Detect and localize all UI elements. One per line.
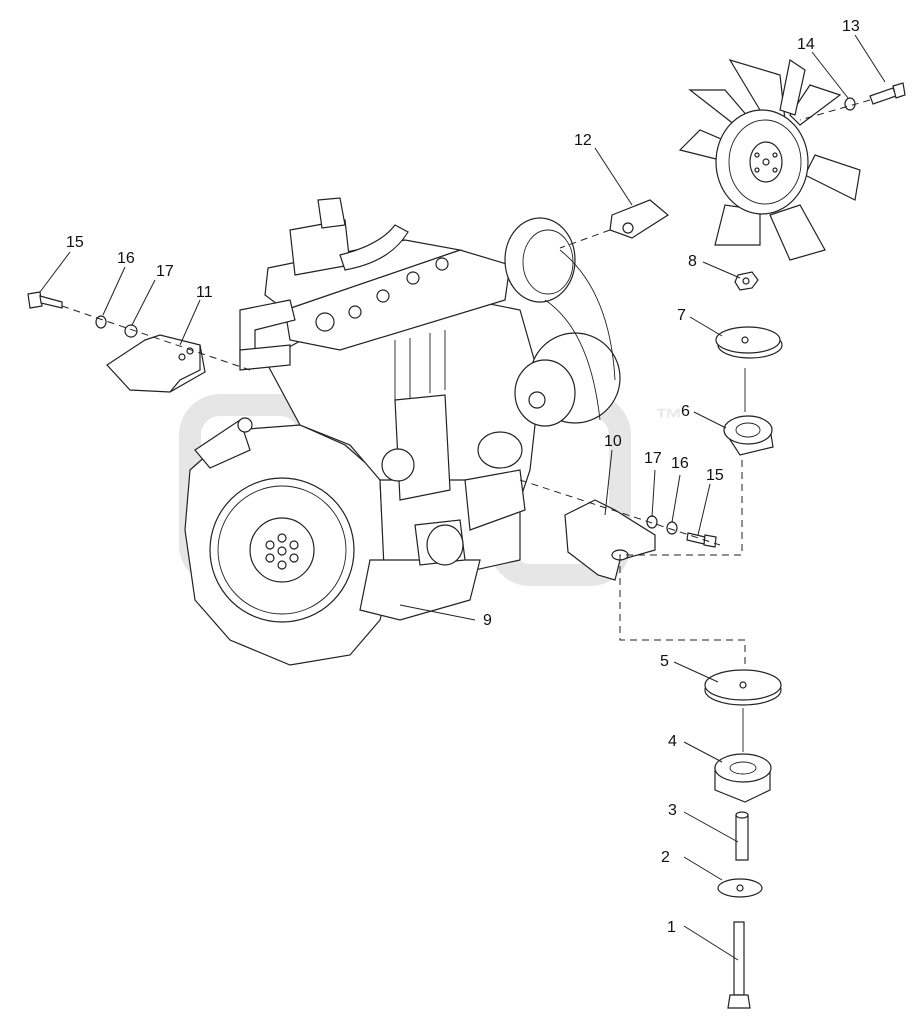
callout-16-right: 16 <box>671 455 689 472</box>
callout-17-right: 17 <box>644 450 662 467</box>
lower-flat-washer <box>717 878 763 898</box>
callout-10: 10 <box>604 433 622 450</box>
engine-assembly <box>184 197 621 666</box>
callout-labels: 1 2 3 4 5 6 7 8 9 10 11 12 13 14 15 16 1… <box>66 18 860 936</box>
fan-bolt <box>869 82 906 105</box>
left-lock-washer <box>95 315 107 329</box>
callout-12: 12 <box>574 132 592 149</box>
callout-16-left: 16 <box>117 250 135 267</box>
upper-isolator <box>723 415 774 456</box>
nut <box>734 271 759 291</box>
callout-8: 8 <box>688 253 697 270</box>
callout-11: 11 <box>196 284 213 301</box>
callout-17-left: 17 <box>156 263 174 280</box>
callout-14: 14 <box>797 36 815 53</box>
callout-2: 2 <box>661 849 670 866</box>
right-mount-bracket <box>564 499 656 581</box>
upper-cup-washer <box>715 326 783 359</box>
callout-15-right: 15 <box>706 467 724 484</box>
leader-lines <box>39 34 886 961</box>
callout-9: 9 <box>483 612 492 629</box>
right-bolt <box>686 532 717 548</box>
spacer-sleeve <box>735 811 749 861</box>
trademark-symbol: ™ <box>655 403 683 434</box>
callout-4: 4 <box>668 733 677 750</box>
lower-isolator <box>714 753 772 803</box>
callout-15-left: 15 <box>66 234 84 251</box>
callout-1: 1 <box>667 919 676 936</box>
fan-assembly <box>678 58 861 261</box>
fan-lock-washer <box>844 97 856 111</box>
callout-13: 13 <box>842 18 860 35</box>
fan-axis-line <box>799 99 871 121</box>
lower-cup-washer <box>704 669 782 706</box>
callout-6: 6 <box>681 403 690 420</box>
fan-spacer <box>609 199 670 239</box>
callout-3: 3 <box>668 802 677 819</box>
flywheel-bolts <box>265 533 299 570</box>
callout-7: 7 <box>677 307 686 324</box>
long-bolt <box>727 921 751 1009</box>
left-bolt <box>27 291 63 309</box>
left-mount-bracket <box>106 334 206 393</box>
left-flat-washer <box>124 324 138 338</box>
callout-5: 5 <box>660 653 669 670</box>
